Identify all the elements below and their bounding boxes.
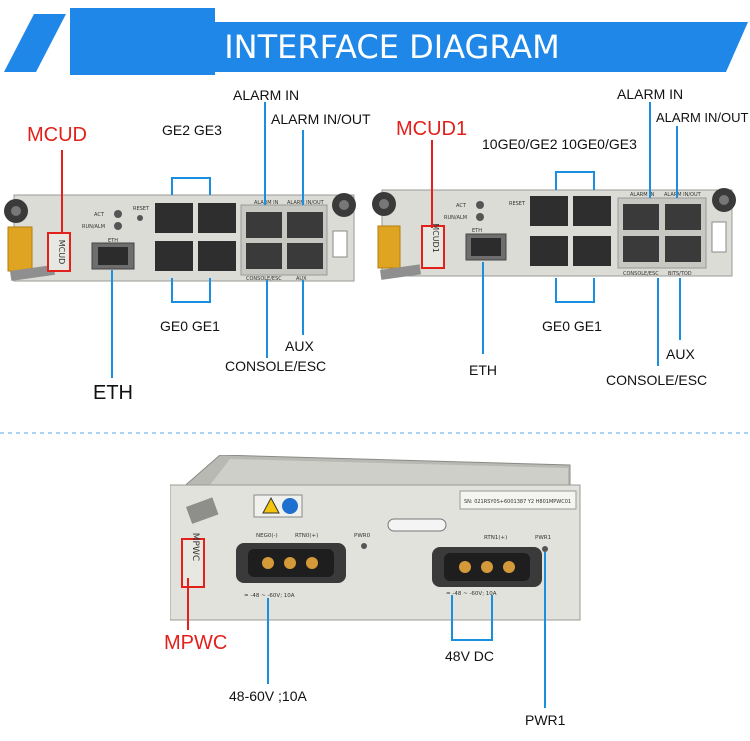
mcud1-aux-label: AUX (666, 346, 695, 362)
mpwc-board: MPWC SN: 021RSY0S+6001387 Y2 H801MPWC01 … (170, 455, 581, 621)
mpwc-silk-label: MPWC (190, 533, 200, 561)
mpwc-voltage-label: 48V DC (445, 648, 495, 664)
mcud1-alarm-in-label: ALARM IN (617, 86, 684, 102)
svg-text:= -48 ~ -60V; 10A: = -48 ~ -60V; 10A (244, 593, 295, 599)
svg-text:RUN/ALM: RUN/ALM (82, 224, 105, 230)
mcud1-console-label: CONSOLE/ESC (606, 372, 708, 388)
mcud-callouts (61, 102, 304, 378)
svg-text:ACT: ACT (94, 212, 105, 218)
svg-text:RESET: RESET (133, 206, 150, 212)
mcud-board: MCUD ACT RUN/ALM RESET ETH ALARM IN ALAR… (4, 193, 356, 282)
mcud-silk-label: MCUD (57, 240, 66, 265)
title-banner (4, 8, 748, 75)
mcud-alarm-in-label: ALARM IN (233, 87, 300, 103)
svg-text:ALARM IN: ALARM IN (630, 192, 655, 198)
svg-text:BITS/TOD: BITS/TOD (668, 271, 692, 277)
mcud-console-label: CONSOLE/ESC (225, 358, 327, 374)
svg-text:ALARM IN/OUT: ALARM IN/OUT (287, 200, 325, 206)
svg-text:AUX: AUX (296, 276, 307, 282)
mpwc-pwr1-label: PWR1 (525, 712, 566, 728)
svg-text:RUN/ALM: RUN/ALM (444, 215, 467, 221)
mcud-alarm-inout-label: ALARM IN/OUT (271, 111, 371, 127)
mcud-aux-label: AUX (285, 338, 314, 354)
mcud1-eth-label: ETH (469, 362, 497, 378)
svg-text:CONSOLE/ESC: CONSOLE/ESC (246, 276, 282, 282)
svg-text:ALARM IN/OUT: ALARM IN/OUT (664, 192, 702, 198)
section-divider (0, 432, 750, 434)
mcud1-board: MCUD1 ACT RUN/ALM RESET ETH ALARM IN ALA… (372, 188, 736, 280)
svg-text:RESET: RESET (509, 201, 526, 207)
svg-text:PWR1: PWR1 (535, 535, 551, 541)
mcud-ge-top-label: GE2 GE3 (162, 122, 222, 138)
mpwc-label: MPWC (164, 632, 228, 654)
svg-text:ACT: ACT (456, 203, 467, 209)
mpwc-rating-label: 48-60V ;10A (229, 688, 307, 704)
mcud1-ge-bottom-label: GE0 GE1 (542, 318, 602, 334)
svg-text:RTN0(+): RTN0(+) (295, 533, 318, 539)
svg-text:ETH: ETH (108, 238, 118, 244)
page-title: INTERFACE DIAGRAM (224, 28, 560, 66)
svg-text:= -48 ~ -60V; 10A: = -48 ~ -60V; 10A (446, 591, 497, 597)
mcud-eth-label: ETH (93, 382, 133, 404)
mcud1-silk-label: MCUD1 (431, 223, 440, 253)
svg-text:ALARM IN: ALARM IN (254, 200, 279, 206)
svg-text:NEG0(-): NEG0(-) (256, 533, 278, 539)
mcud-label: MCUD (27, 124, 87, 146)
svg-text:ETH: ETH (472, 228, 482, 234)
svg-text:CONSOLE/ESC: CONSOLE/ESC (623, 271, 659, 277)
svg-text:RTN1(+): RTN1(+) (484, 535, 507, 541)
mcud1-ge-top-label: 10GE0/GE2 10GE0/GE3 (482, 136, 637, 152)
mcud-ge-bottom-label: GE0 GE1 (160, 318, 220, 334)
mcud1-callouts (431, 102, 681, 366)
mcud1-label: MCUD1 (396, 118, 468, 140)
svg-text:SN: 021RSY0S+6001387 Y2 H801: SN: 021RSY0S+6001387 Y2 H801MPWC01 (464, 499, 571, 505)
mcud1-alarm-inout-label: ALARM IN/OUT (656, 110, 749, 125)
svg-text:PWR0: PWR0 (354, 533, 371, 539)
